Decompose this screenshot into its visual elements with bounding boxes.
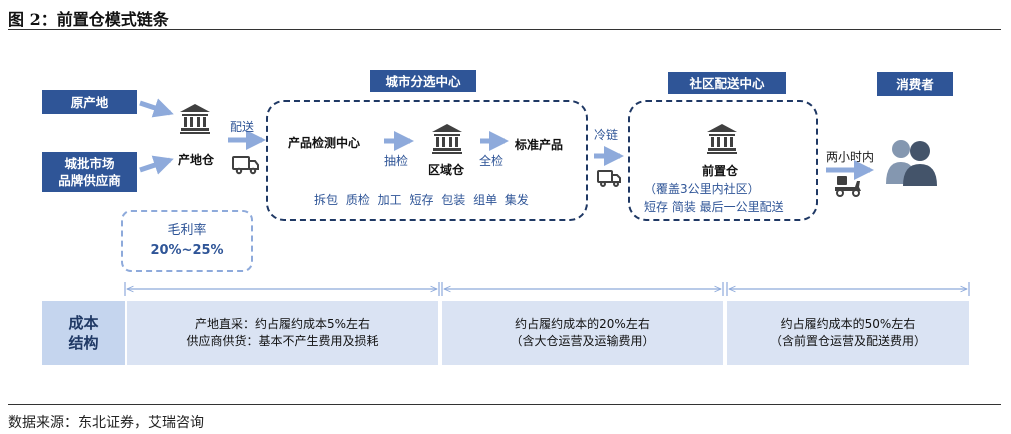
arrow-origin xyxy=(139,98,174,118)
regional-warehouse-label: 区域仓 xyxy=(428,163,465,177)
two-hours-label: 两小时内 xyxy=(826,150,875,164)
community-operations: 短存 简装 最后一公里配送 xyxy=(644,200,784,214)
city-operations: 拆包 质检 加工 短存 包装 组单 集发 xyxy=(314,193,529,207)
warehouse-icon xyxy=(432,124,462,154)
wholesale-line1: 城批市场 xyxy=(64,156,115,171)
inspection-center-label: 产品检测中心 xyxy=(288,136,361,150)
full-check-label: 全检 xyxy=(479,154,504,168)
cost-segment-line2: （含大仓运营及运输费用） xyxy=(510,334,655,348)
cost-structure-label-line1: 成本 xyxy=(68,314,99,332)
cost-segment-line2: （含前置仓运营及配送费用） xyxy=(769,334,926,348)
arrow-wholesale xyxy=(139,155,174,175)
cost-segment-city: 约占履约成本的20%左右 （含大仓运营及运输费用） xyxy=(442,301,723,365)
coverage-label: （覆盖3公里内社区） xyxy=(644,182,760,196)
figure-title: 图 2：前置仓模式链条 xyxy=(8,10,169,29)
community-center-box xyxy=(628,100,818,221)
consumer-header: 消费者 xyxy=(877,72,953,96)
cost-segment-line1: 产地直采：约占履约成本5%左右 xyxy=(194,317,371,331)
cost-segment-line1: 约占履约成本的50%左右 xyxy=(780,317,916,331)
delivery-label: 配送 xyxy=(230,120,255,134)
span-lines xyxy=(124,282,970,296)
gross-margin-value: 20%~25% xyxy=(150,243,224,258)
city-center-header: 城市分选中心 xyxy=(370,70,476,92)
sampling-label: 抽检 xyxy=(384,154,409,168)
bottom-rule xyxy=(8,404,1001,405)
data-source: 数据来源：东北证券，艾瑞咨询 xyxy=(8,415,204,431)
cost-segment-line1: 约占履约成本的20%左右 xyxy=(515,317,650,331)
city-center-box xyxy=(266,100,588,221)
front-warehouse-label: 前置仓 xyxy=(702,164,739,178)
scooter-icon xyxy=(835,176,861,197)
cost-structure-label-line2: 结构 xyxy=(68,334,99,352)
cost-segment-community: 约占履约成本的50%左右 （含前置仓运营及配送费用） xyxy=(727,301,969,365)
origin-box: 原产地 xyxy=(42,90,137,114)
cost-segment-origin: 产地直采：约占履约成本5%左右 供应商供货：基本不产生费用及损耗 xyxy=(127,301,438,365)
truck-icon xyxy=(232,156,259,175)
wholesale-line2: 品牌供应商 xyxy=(58,173,121,188)
warehouse-icon xyxy=(707,124,737,154)
gross-margin-box: 毛利率 20%~25% xyxy=(121,210,253,272)
truck-icon xyxy=(597,170,621,187)
cold-chain-label: 冷链 xyxy=(594,128,619,142)
cost-structure-label: 成本 结构 xyxy=(42,301,125,365)
top-rule xyxy=(8,29,1001,30)
warehouse-icon xyxy=(180,104,210,134)
standard-product-label: 标准产品 xyxy=(515,138,564,152)
cost-segment-line2: 供应商供货：基本不产生费用及损耗 xyxy=(186,334,379,348)
origin-warehouse-label: 产地仓 xyxy=(178,153,215,167)
community-center-header: 社区配送中心 xyxy=(668,72,786,94)
consumers-icon xyxy=(886,140,937,186)
gross-margin-label: 毛利率 xyxy=(167,223,207,238)
wholesale-box: 城批市场 品牌供应商 xyxy=(42,152,137,192)
